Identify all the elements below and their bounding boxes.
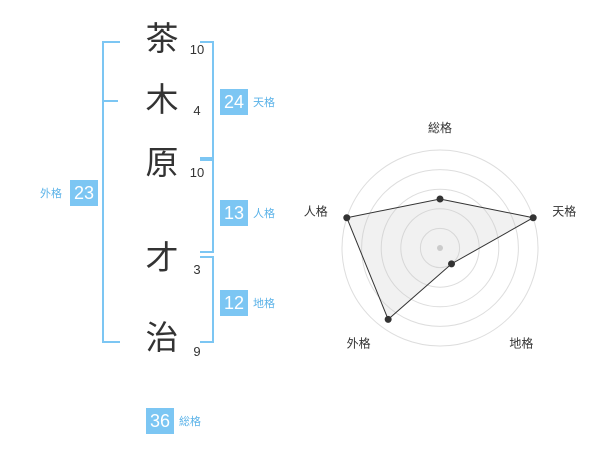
tenkaku-badge: 24	[220, 89, 248, 115]
radar-axis-label: 外格	[347, 335, 371, 350]
radar-point-5	[343, 214, 351, 222]
gaikaku-badge: 23	[70, 180, 98, 206]
radar-point-1	[436, 195, 444, 203]
jinkaku-label: 人格	[253, 207, 275, 220]
stroke-count-4: 3	[193, 262, 201, 277]
radar-axis-label: 総格	[428, 120, 452, 135]
stroke-count-3: 10	[189, 165, 205, 180]
gaikaku-bracket	[102, 41, 120, 343]
radar-center-dot	[437, 245, 443, 251]
tenkaku-bracket	[200, 41, 214, 161]
stroke-count-2: 4	[193, 103, 201, 118]
radar-point-3	[448, 260, 456, 268]
jinkaku-bracket	[200, 157, 214, 253]
radar-grid-ring	[419, 227, 461, 269]
radar-grid-ring	[361, 169, 519, 327]
chikaku-label: 地格	[253, 297, 275, 310]
chikaku-badge: 12	[220, 290, 248, 316]
gaikaku-connector	[104, 100, 118, 102]
soukaku-label: 総格	[179, 415, 201, 428]
soukaku-badge: 36	[146, 408, 174, 434]
stroke-count-5: 9	[193, 344, 201, 359]
radar-grid-ring	[380, 188, 500, 308]
radar-axis-label: 地格	[509, 335, 533, 350]
jinkaku-badge: 13	[220, 200, 248, 226]
name-char-5: 治	[145, 318, 179, 357]
name-char-3: 原	[145, 143, 179, 182]
radar-axis-label: 天格	[552, 204, 576, 219]
stroke-count-1: 10	[189, 42, 205, 57]
radar-point-4	[384, 315, 392, 323]
name-char-1: 茶	[145, 19, 179, 58]
chikaku-bracket	[200, 256, 214, 343]
gaikaku-label: 外格	[40, 187, 62, 200]
radar-axis-label: 人格	[304, 204, 328, 219]
name-char-2: 木	[145, 80, 179, 119]
tenkaku-label: 天格	[253, 96, 275, 109]
radar-grid-ring	[341, 149, 539, 347]
name-char-4: 才	[145, 238, 179, 277]
radar-point-2	[529, 214, 537, 222]
radar-series-polygon	[346, 198, 535, 321]
